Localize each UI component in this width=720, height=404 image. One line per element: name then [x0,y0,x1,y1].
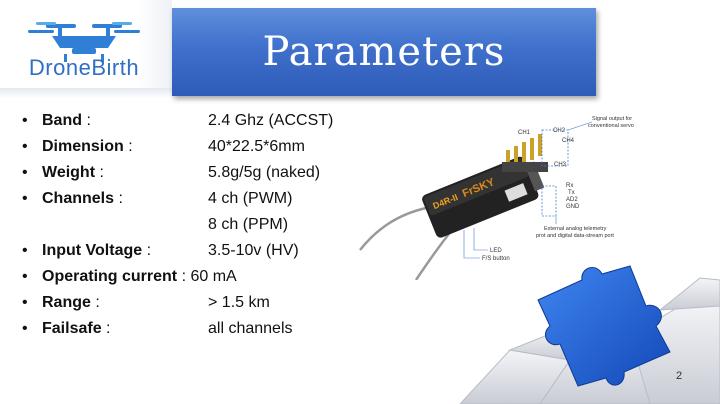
bullet-icon: • [22,190,28,207]
port-label: Tx [568,190,575,196]
channel-label: CH2 [553,128,566,134]
param-separator: : [114,190,123,207]
param-row-input-voltage: • Input Voltage : 3.5-10v (HV) [22,242,382,268]
param-separator: : [90,294,100,311]
param-value: 3.5-10v (HV) [208,242,299,259]
bullet-icon: • [22,268,28,285]
param-label: Channels [42,190,115,207]
port-label: GND [566,204,580,210]
param-separator: : [177,268,187,285]
param-row-range: • Range : > 1.5 km [22,294,382,320]
channel-label: CH3 [554,162,567,168]
parameter-list: • Band : 2.4 Ghz (ACCST) • Dimension : 4… [22,112,382,346]
bullet-icon: • [22,320,28,337]
logo-text: DroneBirth [28,55,140,80]
param-value: 40*22.5*6mm [208,138,305,155]
drone-logo-icon [28,22,140,62]
port-label: Rx [566,183,573,189]
led-label: LED [490,248,502,254]
param-value: all channels [208,320,293,337]
param-row-operating-current: • Operating current : 60 mA [22,268,382,294]
param-label: Band [42,112,82,129]
bullet-icon: • [22,242,28,259]
param-label: Range [42,294,91,311]
signal-note: conventional servo [588,123,634,129]
param-row-weight: • Weight : 5.8g/5g (naked) [22,164,382,190]
param-row-failsafe: • Failsafe : all channels [22,320,382,346]
param-value: 4 ch (PWM) [208,190,293,207]
blue-puzzle-piece [537,265,671,387]
param-value: 2.4 Ghz (ACCST) [208,112,334,129]
telemetry-note: prot and digital data-stream port [536,233,614,239]
param-label: Operating current [42,268,178,285]
param-separator: : [142,242,152,259]
antenna-wire [359,206,427,251]
param-row-dimension: • Dimension : 40*22.5*6mm [22,138,382,164]
puzzle-image [459,265,720,404]
pin-header [506,134,542,172]
param-separator: : [95,164,104,181]
param-row-channels-ppm: 8 ch (PPM) [22,216,382,242]
param-label: Input Voltage [42,242,143,259]
param-value: 5.8g/5g (naked) [208,164,321,181]
page-number: 2 [676,370,683,382]
title-banner [172,8,596,96]
param-value: > 1.5 km [208,294,270,311]
fs-button-label: F/S button [482,256,510,262]
bullet-icon: • [22,138,28,155]
param-row-channels: • Channels : 4 ch (PWM) [22,190,382,216]
param-separator: : [82,112,91,129]
param-separator: : [101,320,111,337]
telemetry-note: External analog telemetry [544,226,607,232]
channel-label: CH1 [518,130,531,136]
slide-title: Parameters [262,29,506,75]
bullet-icon: • [22,294,28,311]
param-row-band: • Band : 2.4 Ghz (ACCST) [22,112,382,138]
param-label: Weight [42,164,96,181]
bullet-icon: • [22,164,28,181]
param-label: Dimension [42,138,124,155]
receiver-body: FrSKY D4R-II [422,156,545,238]
param-separator: : [123,138,133,155]
param-value: 60 mA [190,268,237,285]
port-label: AD2 [566,197,578,203]
bullet-icon: • [22,112,28,129]
signal-note: Signal output for [592,116,632,122]
param-value: 8 ch (PPM) [208,216,289,233]
param-label: Failsafe [42,320,102,337]
receiver-diagram: FrSKY D4R-II CH1 CH2 CH4 CH3 Signal outp… [359,116,634,280]
